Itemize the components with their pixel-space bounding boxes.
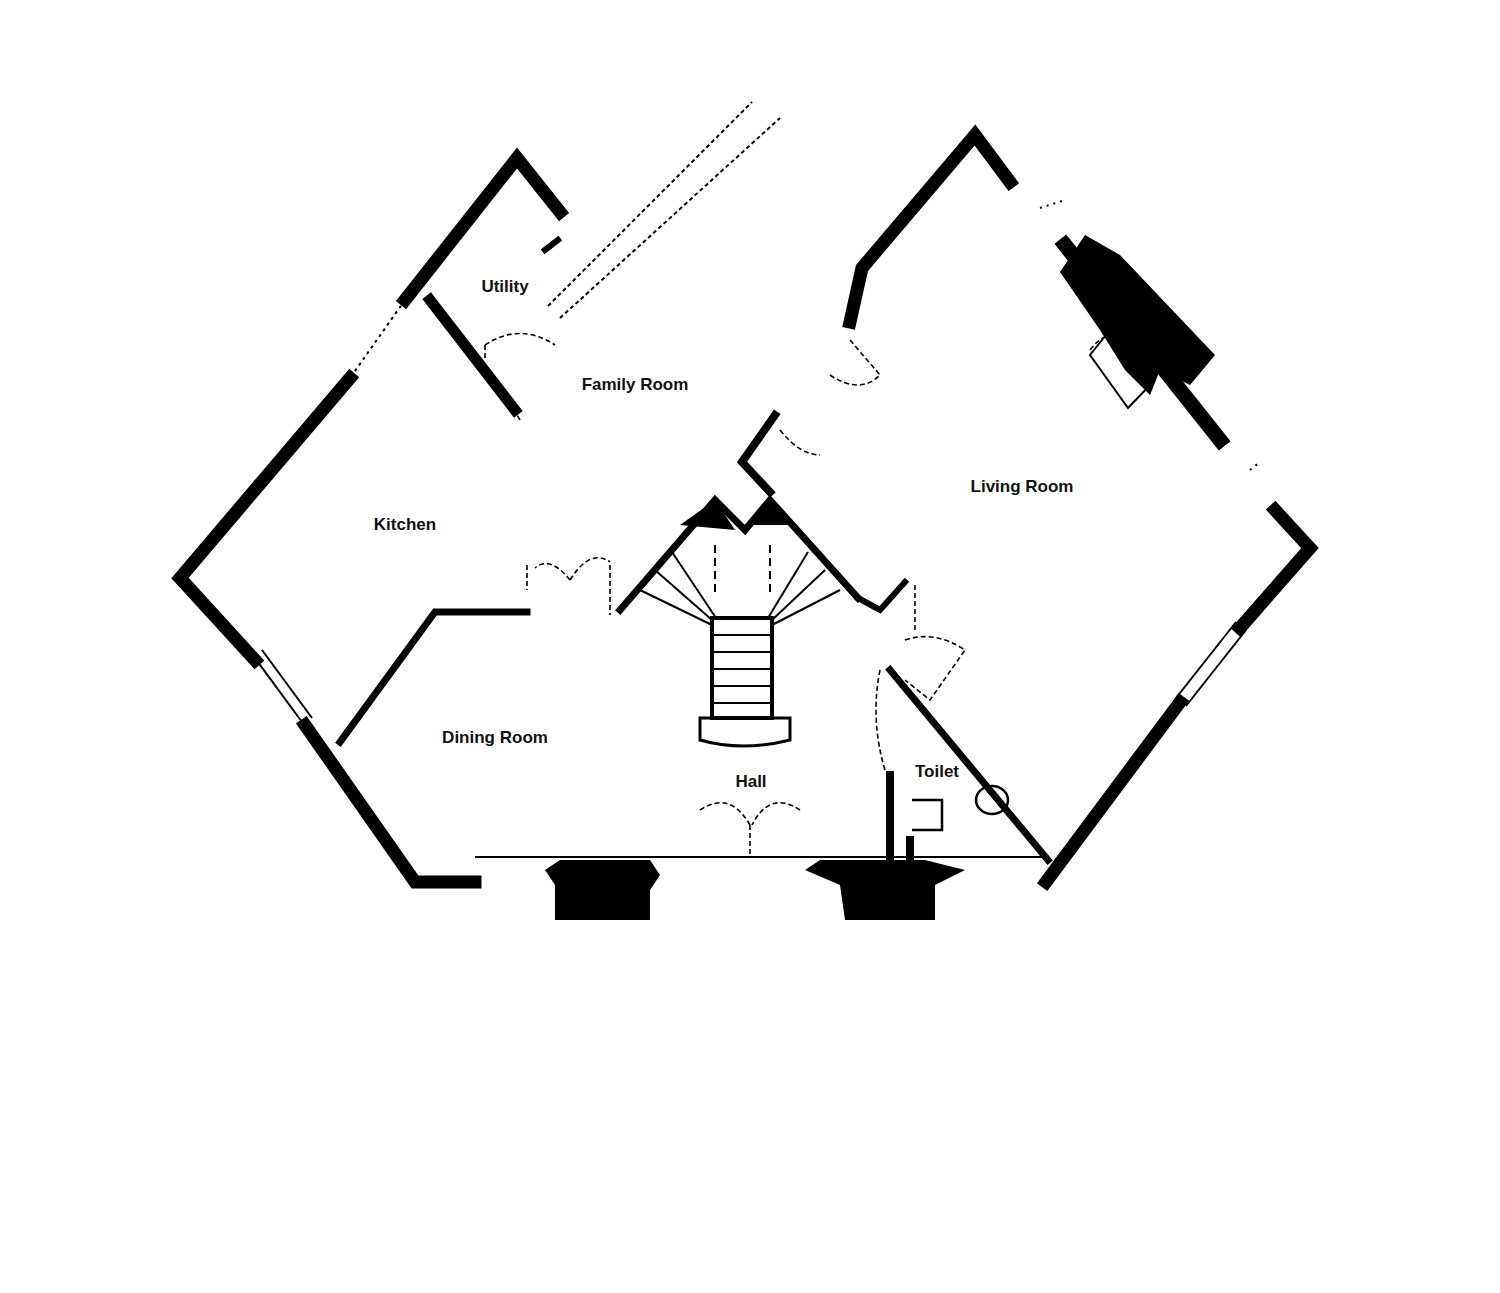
stair-step — [712, 685, 772, 687]
window — [560, 118, 780, 318]
door-swing — [490, 380, 520, 420]
wall — [890, 670, 1048, 860]
door-swing — [752, 803, 800, 825]
staircase — [640, 545, 840, 746]
hearth — [1090, 330, 1155, 408]
wall — [545, 240, 558, 250]
wall — [850, 135, 1010, 322]
door-swing — [780, 430, 820, 455]
wall — [620, 500, 858, 610]
solid-wall-block — [680, 500, 735, 530]
stair-winder — [772, 570, 825, 620]
wall — [340, 612, 527, 742]
door-swing — [485, 334, 555, 346]
window — [1176, 622, 1236, 698]
door-swing — [830, 340, 880, 385]
wall — [1046, 702, 1180, 882]
window — [1250, 462, 1260, 470]
door-swing — [609, 565, 611, 615]
wall — [886, 775, 894, 860]
solid-wall-block — [545, 860, 660, 920]
window — [1186, 630, 1246, 706]
solid-wall-block — [805, 860, 965, 920]
room-name: Dining Room — [440, 728, 550, 748]
wall — [430, 300, 515, 410]
room-name: Hall — [733, 772, 768, 792]
room-name: Kitchen — [372, 515, 438, 535]
stair-landing — [700, 718, 790, 746]
door-swing — [535, 564, 570, 580]
front-wall — [475, 856, 1048, 858]
solid-wall-block — [750, 500, 790, 525]
wall — [305, 725, 475, 882]
room-name: Living Room — [969, 477, 1076, 497]
wall — [858, 582, 905, 610]
stair-rail — [714, 545, 716, 595]
window — [350, 300, 405, 378]
stair-step — [712, 634, 772, 636]
stair-step — [712, 668, 772, 670]
wall — [405, 158, 560, 300]
window — [1040, 200, 1065, 208]
door-swing — [749, 825, 751, 855]
window — [252, 654, 302, 722]
door-swing — [484, 345, 486, 358]
stair-winder — [655, 570, 712, 620]
stair-rail — [769, 545, 771, 595]
stair-step — [712, 702, 772, 704]
solid-wall-block — [1060, 235, 1215, 395]
window — [548, 102, 752, 306]
stair-step — [712, 651, 772, 653]
window — [262, 650, 312, 718]
wall — [180, 378, 350, 660]
wall — [742, 415, 775, 492]
wall — [1240, 510, 1310, 628]
stair-winder — [768, 552, 808, 618]
door-swing — [570, 558, 610, 580]
room-name: Family Room — [580, 375, 691, 395]
room-name: Utility — [479, 277, 530, 297]
basin — [976, 786, 1008, 814]
door-swing — [876, 670, 885, 770]
room-name: Toilet — [913, 762, 961, 782]
door-swing — [914, 585, 916, 630]
stair-winder — [672, 552, 716, 618]
door-swing — [700, 803, 750, 825]
door-swing — [905, 637, 965, 700]
toilet-pan — [912, 800, 942, 830]
stair-flight — [712, 618, 772, 718]
door-swing — [526, 565, 528, 590]
door-swing — [1090, 334, 1125, 350]
